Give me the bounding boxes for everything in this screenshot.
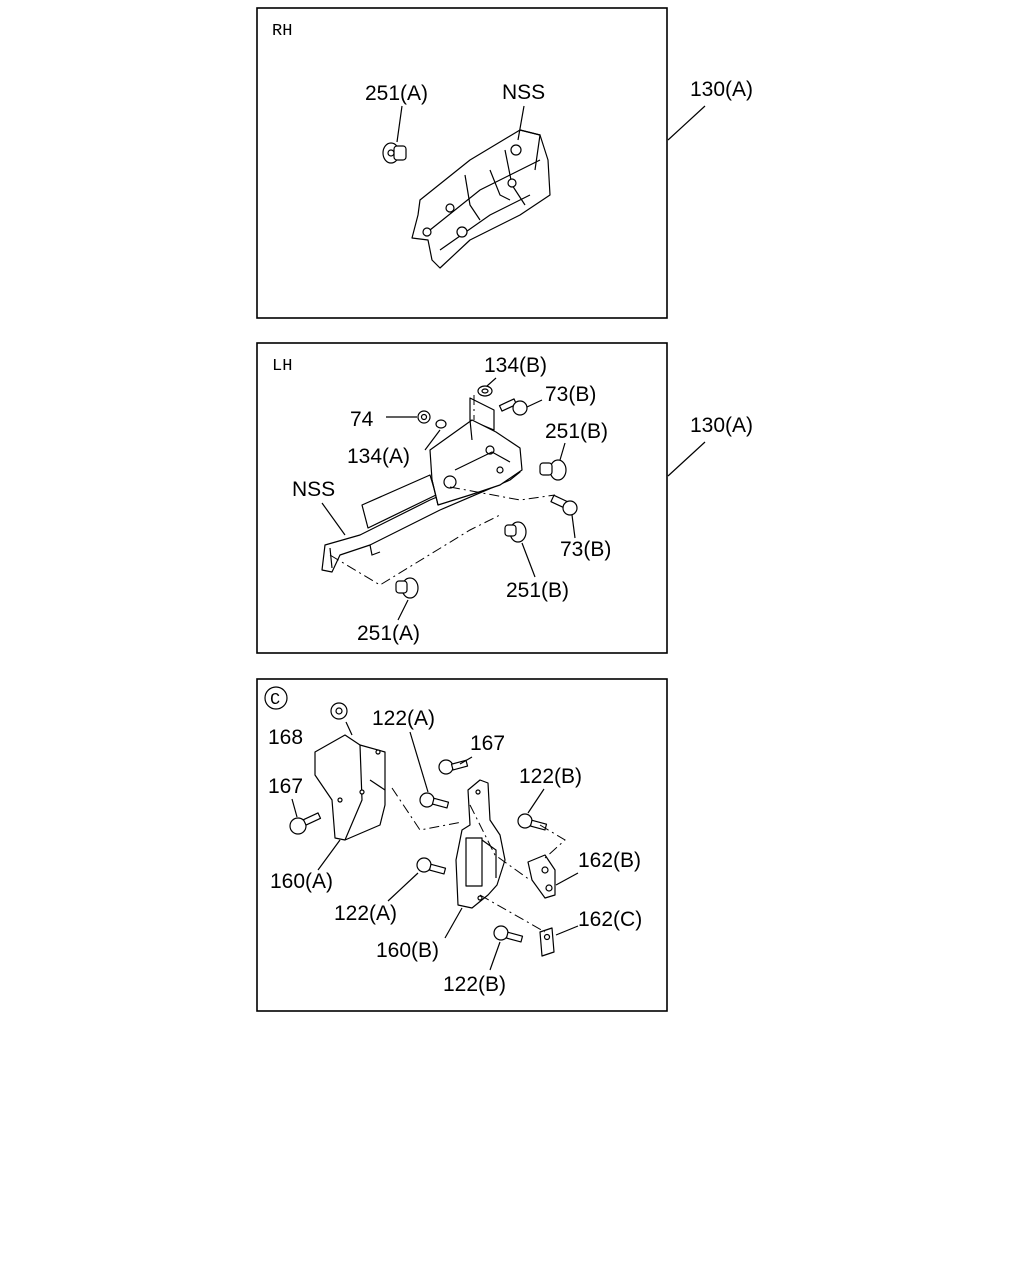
panel-c: C — [256, 678, 668, 1012]
panel-c-title: C — [270, 691, 280, 710]
c-bolt-167-left — [289, 812, 322, 835]
lh-leader-nss — [321, 502, 346, 536]
c-leader-122a-top — [409, 731, 429, 793]
c-leader-122a-bottom — [387, 872, 419, 902]
lh-label-73b-top: 73(B) — [545, 383, 596, 406]
lh-callout-130a: 130(A) — [690, 414, 753, 437]
lh-leader-73b-top — [526, 399, 543, 408]
rh-label-nss: NSS — [502, 81, 545, 104]
c-label-167-mid: 167 — [470, 732, 505, 755]
lh-leader-251a — [397, 599, 409, 621]
c-alignment-line-4 — [539, 824, 566, 859]
panel-lh-frame — [256, 342, 668, 654]
panel-rh: RH 251(A) NSS 130(A) — [256, 7, 753, 319]
lh-label-74: 74 — [350, 408, 374, 431]
c-label-122b-top: 122(B) — [519, 765, 582, 788]
c-bracket-160a — [314, 734, 386, 841]
c-alignment-line-2 — [469, 804, 531, 881]
lh-label-nss: NSS — [292, 478, 335, 501]
lh-leader-251b-top — [559, 442, 566, 461]
lh-bolt-73b-top — [498, 398, 528, 416]
lh-leader-134a — [424, 429, 441, 451]
rh-callout-130a: 130(A) — [690, 78, 753, 101]
panel-rh-title: RH — [272, 22, 292, 41]
lh-washer-134a — [435, 419, 447, 429]
lh-label-251a: 251(A) — [357, 622, 420, 645]
c-alignment-line-3 — [479, 894, 546, 933]
lh-clip-251a — [395, 577, 419, 599]
c-label-122a-bottom: 122(A) — [334, 902, 397, 925]
panel-lh: LH — [256, 342, 753, 654]
c-nut-168 — [330, 702, 348, 720]
lh-label-73b-bottom: 73(B) — [560, 538, 611, 561]
c-bolt-122a-top — [419, 792, 450, 809]
lh-label-251b-bottom: 251(B) — [506, 579, 569, 602]
c-label-162c: 162(C) — [578, 908, 642, 931]
c-leader-122b-top — [527, 788, 545, 814]
panel-c-title-badge: C — [264, 686, 288, 710]
c-label-162b: 162(B) — [578, 849, 641, 872]
lh-bracket-upright — [429, 397, 523, 506]
lh-label-134a: 134(A) — [347, 445, 410, 468]
lh-alignment-line-2 — [449, 486, 556, 501]
lh-clip-251b-bottom — [504, 521, 527, 543]
c-bolt-122b-top — [517, 813, 548, 831]
lh-alignment-line-1 — [329, 514, 501, 586]
rh-callout-leader — [667, 105, 706, 141]
c-leader-160a — [317, 839, 341, 871]
lh-clip-251b-top — [539, 459, 567, 481]
lh-leader-251b-bottom — [521, 542, 536, 578]
panel-lh-title: LH — [272, 357, 292, 376]
panel-c-frame — [256, 678, 668, 1012]
c-bracket-160b — [455, 779, 506, 909]
c-bolt-122a-bottom — [416, 857, 447, 875]
c-label-122a-top: 122(A) — [372, 707, 435, 730]
lh-callout-leader — [667, 441, 706, 477]
c-bolt-167-mid — [438, 759, 469, 775]
c-bracket-162b — [527, 854, 556, 899]
c-leader-167-mid — [459, 756, 473, 765]
c-label-167-left: 167 — [268, 775, 303, 798]
rh-leader-251a — [396, 105, 403, 143]
lh-nut-74 — [417, 410, 431, 424]
lh-bolt-73b-bottom — [550, 494, 578, 516]
c-bolt-122b-bottom — [493, 925, 524, 943]
rh-clip-251a — [382, 142, 407, 164]
panel-rh-frame — [256, 7, 668, 319]
c-label-160a: 160(A) — [270, 870, 333, 893]
lh-leader-134b — [486, 377, 497, 387]
c-bracket-162c — [539, 927, 555, 957]
c-leader-160b — [444, 907, 463, 939]
c-leader-162c — [555, 925, 579, 936]
c-label-160b: 160(B) — [376, 939, 439, 962]
lh-label-251b-top: 251(B) — [545, 420, 608, 443]
c-label-168: 168 — [268, 726, 303, 749]
c-label-122b-bottom: 122(B) — [443, 973, 506, 996]
lh-label-134b: 134(B) — [484, 354, 547, 377]
lh-leader-73b-bottom — [571, 514, 576, 539]
rh-bracket-nss — [411, 129, 551, 269]
c-leader-162b — [555, 872, 579, 886]
lh-washer-134b — [477, 385, 493, 397]
c-leader-167-left — [291, 798, 298, 818]
c-leader-168 — [345, 721, 353, 736]
rh-leader-nss — [517, 105, 525, 141]
c-leader-122b-bottom — [489, 941, 501, 971]
rh-label-251a: 251(A) — [365, 82, 428, 105]
